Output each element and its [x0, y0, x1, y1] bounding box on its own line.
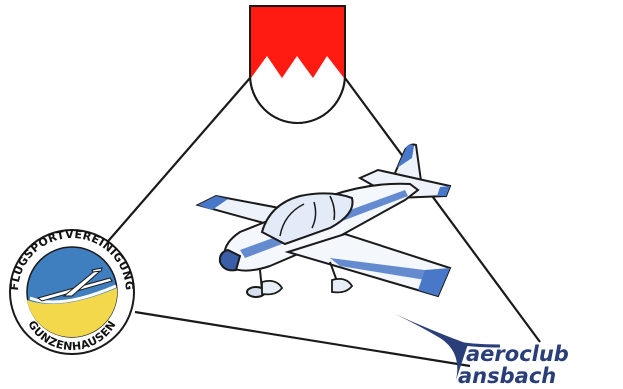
glider-icon	[36, 267, 113, 302]
club-name-line2: ansbach	[458, 364, 556, 388]
swoosh-icon	[395, 314, 468, 380]
aeroclub-ansbach-logo: aeroclub ansbach	[395, 314, 569, 388]
airplane-illustration	[195, 143, 452, 298]
club-name-line1: aeroclub	[466, 342, 569, 366]
line-shield-to-badge	[89, 77, 251, 263]
line-badge-to-club	[134, 310, 471, 368]
fsv-gunzenhausen-badge: FLUGSPORTVEREINIGUNG GUNZENHAUSEN	[8, 228, 136, 355]
franconian-shield-icon	[249, 5, 346, 124]
connection-lines	[89, 77, 541, 368]
line-shield-to-club	[344, 77, 541, 343]
